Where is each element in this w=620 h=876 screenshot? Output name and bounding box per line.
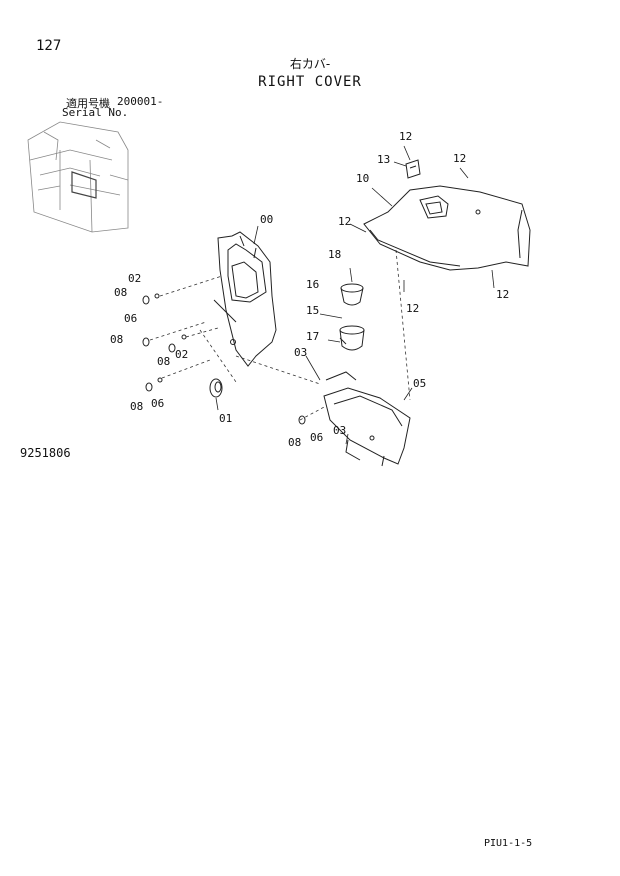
callout-12: 12	[406, 302, 419, 315]
callout-08: 08	[130, 400, 143, 413]
part-16-cup	[340, 283, 364, 306]
callout-05: 05	[413, 377, 426, 390]
callout-06: 06	[310, 431, 323, 444]
page-code: PIU1-1-5	[484, 838, 533, 849]
callout-06: 06	[151, 397, 164, 410]
part-17-holder	[339, 325, 365, 351]
callout-16: 16	[306, 278, 319, 291]
callout-12: 12	[399, 130, 412, 143]
callout-03: 03	[333, 424, 346, 437]
part-00-cover	[213, 231, 277, 367]
serial-label-japanese: 適用号機	[66, 97, 110, 110]
part-13-clip	[405, 159, 421, 179]
callout-15: 15	[306, 304, 319, 317]
callout-17: 17	[306, 330, 319, 343]
leader-lines	[149, 249, 411, 421]
callout-08: 08	[114, 286, 127, 299]
callout-12: 12	[453, 152, 466, 165]
callout-08: 08	[110, 333, 123, 346]
page-number: 127	[36, 38, 62, 54]
callout-02: 02	[128, 272, 141, 285]
serial-label-english: Serial No.	[62, 106, 129, 119]
callout-00: 00	[260, 213, 273, 226]
part-01-grommet	[209, 378, 223, 398]
title-japanese: 右カバ-	[289, 57, 331, 71]
page-title: RIGHT COVER	[258, 74, 362, 90]
serial-number-value: 200001-	[117, 95, 164, 108]
callout-03: 03	[294, 346, 307, 359]
figure-number: 9251806	[20, 446, 71, 460]
callout-08: 08	[157, 355, 170, 368]
callout-18: 18	[328, 248, 341, 261]
callout-leaders	[215, 145, 495, 445]
callout-06: 06	[124, 312, 137, 325]
callout-01: 01	[219, 412, 232, 425]
part-08-fastener	[298, 415, 306, 425]
part-05-cover	[323, 371, 411, 467]
callout-12: 12	[496, 288, 509, 301]
callout-12: 12	[338, 215, 351, 228]
callout-labels: 00 01 02 02 03 03 05 06 06 06 08 08 08 0…	[110, 130, 509, 449]
callout-02: 02	[175, 348, 188, 361]
callout-08: 08	[288, 436, 301, 449]
callout-13: 13	[377, 153, 390, 166]
fasteners-left	[142, 293, 187, 392]
callout-10: 10	[356, 172, 369, 185]
machine-thumbnail	[27, 121, 129, 233]
part-10-cover	[363, 185, 531, 271]
